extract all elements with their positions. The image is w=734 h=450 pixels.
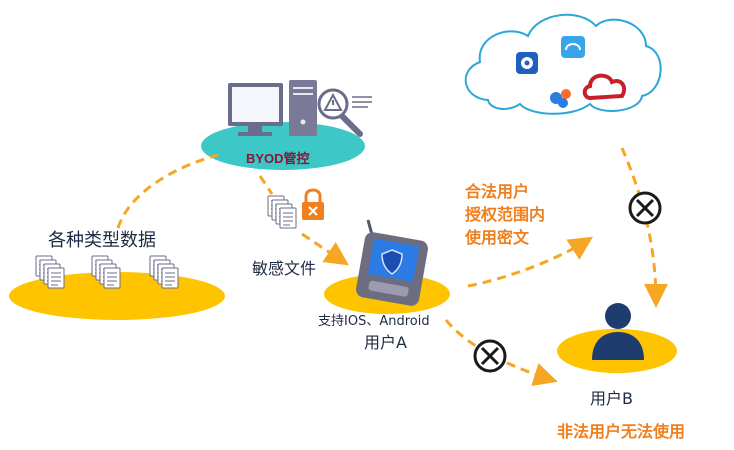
connector-byod-to-files — [258, 175, 274, 195]
cloud-icon — [464, 13, 662, 115]
warning-magnifier-icon — [317, 88, 372, 137]
connector-data-to-byod — [116, 153, 219, 229]
illegal-user-label: 非法用户无法使用 — [557, 422, 686, 441]
app-icon-a — [516, 52, 538, 74]
connector-user-a-upward — [467, 236, 594, 288]
legal-user-label-line1: 合法用户 — [465, 182, 530, 201]
pda-shield-icon — [356, 219, 428, 306]
computer-tower-icon — [289, 80, 317, 136]
user-b-label: 用户B — [590, 389, 633, 408]
sensitive-files-label: 敏感文件 — [252, 259, 317, 278]
blocked-x-icon — [628, 191, 662, 225]
app-icon-c — [550, 89, 571, 108]
blocked-x-icon — [473, 339, 507, 373]
legal-user-label-line2: 授权范围内 — [465, 205, 546, 224]
data-types-label: 各种类型数据 — [48, 230, 156, 251]
byod-label: BYOD管控 — [246, 151, 310, 166]
connector-files-to-user-a — [301, 232, 349, 266]
legal-user-label-line3: 使用密文 — [465, 228, 530, 247]
user-silhouette-icon — [592, 303, 644, 360]
app-icon-d — [582, 73, 627, 101]
user-a-label: 用户A — [364, 333, 407, 352]
lock-icon — [302, 188, 324, 220]
platform-support-label: 支持IOS、Android — [318, 314, 430, 329]
monitor-icon — [228, 83, 283, 136]
file-stack-icon — [268, 196, 296, 228]
app-icon-b — [561, 36, 585, 58]
connector-cloud-to-user-b — [620, 147, 668, 308]
